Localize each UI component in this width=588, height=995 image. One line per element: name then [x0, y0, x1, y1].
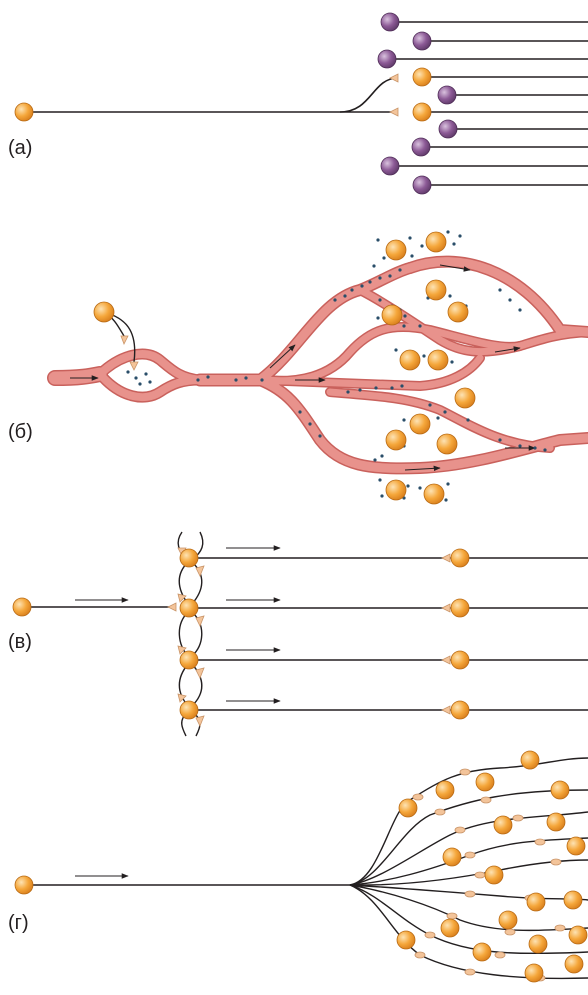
neuron-orange	[520, 750, 540, 770]
synapse-terminal	[195, 715, 205, 727]
synapse-terminal	[195, 615, 205, 627]
panel-b-diagram	[47, 230, 588, 505]
neuron-purple	[377, 49, 397, 69]
synapse-terminal	[441, 705, 451, 715]
neuron-orange	[566, 836, 586, 856]
neuron-orange	[385, 429, 407, 451]
neuron-purple	[380, 156, 400, 176]
neuron-source-orange	[14, 875, 34, 895]
neuron-orange	[423, 483, 445, 505]
neuron-orange	[450, 650, 470, 670]
neuron-orange	[454, 387, 476, 409]
neuron-purple	[412, 175, 432, 195]
neuron-orange	[412, 67, 432, 87]
panel-label-a: (а)	[8, 137, 33, 159]
neuron-orange	[381, 304, 403, 326]
neuron-orange	[450, 598, 470, 618]
neuron-orange	[440, 918, 460, 938]
panel-label-v: (в)	[8, 631, 32, 653]
neuron-purple	[438, 119, 458, 139]
neuron-orange	[399, 349, 421, 371]
neuron-orange	[564, 954, 584, 974]
neuron-orange	[425, 231, 447, 253]
neuron-orange	[385, 479, 407, 501]
neuron-orange	[93, 301, 115, 323]
neuron-orange	[493, 815, 513, 835]
neuron-orange	[409, 413, 431, 435]
neuron-purple	[411, 137, 431, 157]
neuron-orange	[179, 700, 199, 720]
panel-g-diagram	[14, 750, 588, 983]
neuron-orange	[179, 598, 199, 618]
neuron-purple	[412, 31, 432, 51]
neuron-orange	[436, 433, 458, 455]
panel-label-g: (г)	[8, 912, 29, 934]
neuron-orange	[398, 798, 418, 818]
neuron-source-orange	[14, 102, 34, 122]
neuron-orange	[528, 934, 548, 954]
synapse-terminal	[441, 603, 451, 613]
neuron-purple	[437, 85, 457, 105]
synapse-terminal	[195, 667, 205, 679]
synapse-terminal	[120, 335, 129, 345]
neuron-orange	[550, 780, 570, 800]
neuron-source-orange	[12, 597, 32, 617]
neuron-orange	[498, 910, 518, 930]
synapse-terminal	[177, 645, 187, 655]
neuron-orange	[450, 700, 470, 720]
panel-a-diagram	[14, 12, 588, 195]
axon-branch-upper	[339, 77, 399, 113]
neuron-orange	[396, 930, 416, 950]
panel-label-b: (б)	[8, 421, 33, 443]
neuron-orange	[450, 548, 470, 568]
neuron-orange	[179, 650, 199, 670]
synapse-terminal	[389, 73, 399, 83]
neuron-orange	[484, 865, 504, 885]
neuron-orange	[427, 349, 449, 371]
neuron-orange	[442, 847, 462, 867]
synapse-terminal	[389, 107, 399, 117]
neuron-purple	[380, 12, 400, 32]
synapse-terminal	[129, 361, 139, 371]
neuron-orange	[475, 772, 495, 792]
neuron-orange	[546, 812, 566, 832]
synapse-terminal	[167, 602, 177, 612]
neuron-orange	[447, 301, 469, 323]
neuron-orange	[472, 942, 492, 962]
neuron-orange	[568, 925, 588, 945]
synapse-terminal	[195, 565, 205, 577]
synapse-terminal	[177, 593, 187, 603]
neuron-orange	[412, 102, 432, 122]
synapse-terminal	[441, 655, 451, 665]
neuron-orange	[524, 963, 544, 983]
neuron-orange	[385, 239, 407, 261]
neuron-orange	[526, 892, 546, 912]
synapse-terminal	[177, 693, 187, 703]
panel-v-diagram	[12, 531, 588, 737]
neuron-orange	[435, 780, 455, 800]
synapse-terminal	[441, 553, 451, 563]
neuron-orange	[563, 890, 583, 910]
neuron-orange	[179, 548, 199, 568]
neuron-orange	[425, 279, 447, 301]
blood-vessel-network	[47, 230, 588, 502]
